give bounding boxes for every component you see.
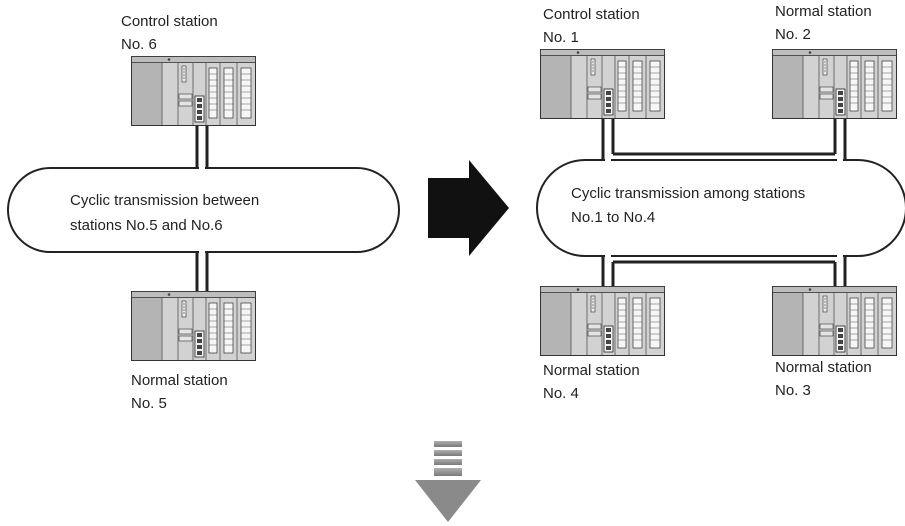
right-cable-top-station2 [833,117,847,160]
left-cyclic-text-line1: Cyclic transmission between [70,192,259,209]
normal-station-4-number: No. 4 [543,385,579,402]
normal-station-4-label: Normal station [543,362,640,379]
left-cyclic-text-line2: stations No.5 and No.6 [70,217,223,234]
normal-station-2-number: No. 2 [775,26,811,43]
normal-station-5-label: Normal station [131,372,228,389]
plc-unit-icon [540,286,665,356]
plc-unit-icon [772,286,897,356]
right-cable-bottom-station3 [833,256,847,291]
right-network-loop [536,159,905,257]
arrow-down-icon [415,441,481,522]
plc-unit-icon [131,291,256,361]
control-station-6-number: No. 6 [121,36,157,53]
normal-station-3-label: Normal station [775,359,872,376]
right-cyclic-text-line1: Cyclic transmission among stations [571,185,805,202]
normal-station-3-number: No. 3 [775,382,811,399]
control-station-6-label: Control station [121,13,218,30]
plc-unit-icon [772,49,897,119]
plc-unit-icon [540,49,665,119]
right-cyclic-text-line2: No.1 to No.4 [571,209,655,226]
left-network: Cyclic transmission between stations No.… [7,13,400,412]
control-station-1-number: No. 1 [543,29,579,46]
arrow-right-icon [428,160,509,256]
right-network: Cyclic transmission among stations No.1 … [536,3,905,402]
left-network-loop [7,167,400,253]
control-station-1-label: Control station [543,6,640,23]
normal-station-2-label: Normal station [775,3,872,20]
left-cable-top [195,121,209,168]
normal-station-5-number: No. 5 [131,395,167,412]
plc-unit-icon [131,56,256,126]
right-cable-top-station1 [601,117,615,160]
right-cable-bottom-station4 [601,256,615,291]
left-cable-bottom [195,252,209,296]
